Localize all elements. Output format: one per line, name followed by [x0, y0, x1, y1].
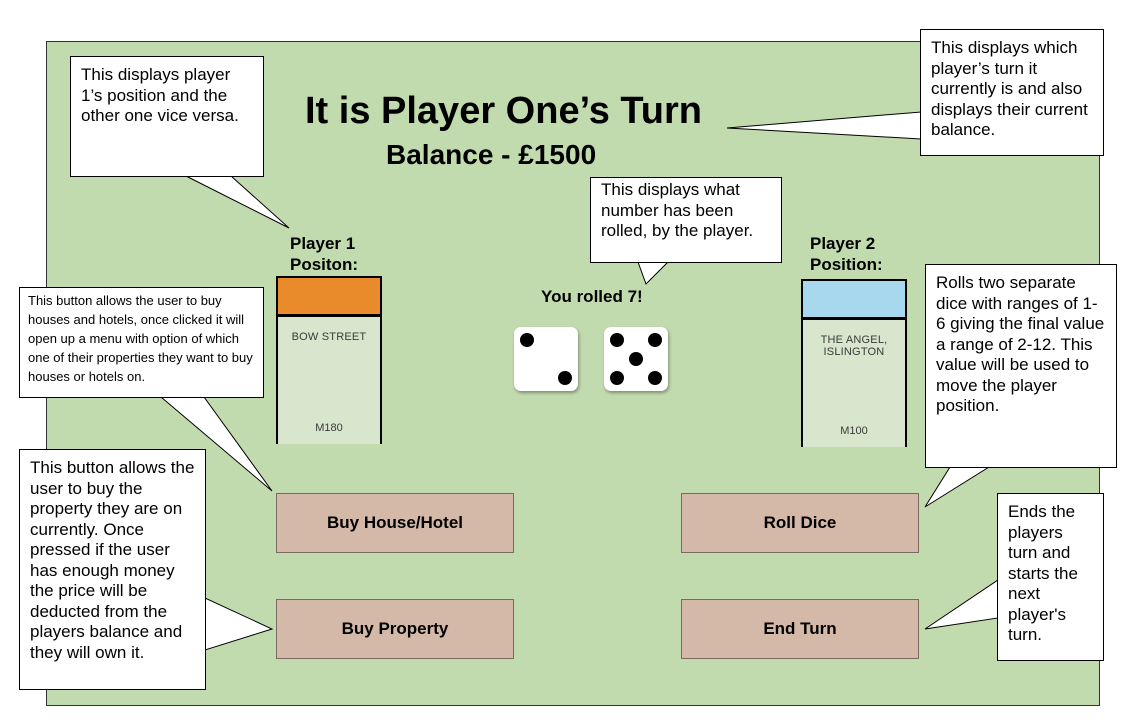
player1-card-color-band — [278, 278, 380, 317]
roll-dice-button[interactable]: Roll Dice — [681, 493, 919, 553]
player2-card-street: THE ANGEL, ISLINGTON — [820, 334, 888, 358]
callout-turn-balance: This displays which player’s turn it cur… — [920, 29, 1104, 156]
die-pip — [648, 371, 663, 386]
callout-roll-dice: Rolls two separate dice with ranges of 1… — [925, 264, 1117, 468]
player2-label-line1: Player 2 — [810, 234, 876, 253]
die-pip — [609, 332, 624, 347]
callout-end-turn: Ends the players turn and starts the nex… — [997, 493, 1104, 661]
buy-house-hotel-button[interactable]: Buy House/Hotel — [276, 493, 514, 553]
die-pip — [558, 371, 573, 386]
buy-property-button[interactable]: Buy Property — [276, 599, 514, 659]
player1-card-price: M180 — [315, 422, 343, 434]
turn-indicator: It is Player One’s Turn — [305, 90, 703, 132]
player1-label-line2: Positon: — [290, 255, 358, 274]
player2-card-price: M100 — [840, 425, 868, 437]
die-pip — [519, 332, 534, 347]
player2-property-card: THE ANGEL, ISLINGTON M100 — [801, 279, 907, 447]
callout-player-position: This displays player 1’s position and th… — [70, 56, 264, 177]
player1-property-card: BOW STREET M180 — [276, 276, 382, 444]
die-pip — [629, 352, 643, 366]
player2-position-label: Player 2 Position: — [810, 233, 883, 275]
pointer-roll-dice — [924, 466, 991, 508]
die-pip — [609, 371, 624, 386]
player1-position-label: Player 1 Positon: — [290, 233, 358, 275]
player2-label-line2: Position: — [810, 255, 883, 274]
balance-display: Balance - £1500 — [386, 139, 597, 170]
player2-card-color-band — [803, 281, 905, 320]
callout-rolled-number: This displays what number has been rolle… — [590, 177, 782, 263]
die-one — [514, 327, 578, 391]
pointer-player-position — [185, 175, 290, 229]
die-two — [604, 327, 668, 391]
pointer-end-turn — [924, 579, 999, 630]
callout-buy-house-hotel: This button allows the user to buy house… — [19, 287, 264, 398]
pointer-turn-balance — [726, 111, 922, 140]
pointer-rolled-number — [637, 261, 670, 285]
pointer-buy-property — [204, 597, 274, 651]
player1-label-line1: Player 1 — [290, 234, 356, 253]
end-turn-button[interactable]: End Turn — [681, 599, 919, 659]
rolled-result: You rolled 7! — [541, 287, 643, 306]
callout-buy-property: This button allows the user to buy the p… — [19, 449, 206, 690]
die-pip — [648, 332, 663, 347]
player1-card-street: BOW STREET — [291, 331, 367, 343]
